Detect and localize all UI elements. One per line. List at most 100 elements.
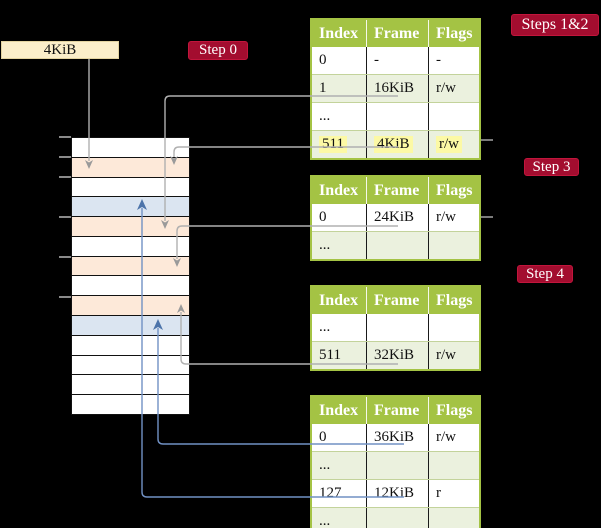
table-cell: ... bbox=[312, 508, 366, 528]
cell-value: r bbox=[436, 485, 441, 501]
table-cell: 36KiB bbox=[366, 424, 428, 451]
cell-value: r/w bbox=[436, 209, 456, 225]
memory-boundary-tick bbox=[59, 256, 71, 258]
header-cell-flags: Flags bbox=[428, 397, 479, 424]
table-cell bbox=[428, 232, 479, 259]
physical-memory-stack bbox=[71, 137, 190, 415]
table-cell: r/w bbox=[428, 75, 479, 102]
cell-value: 32KiB bbox=[374, 347, 415, 363]
cell-value: 24KiB bbox=[374, 209, 415, 225]
table-cell bbox=[428, 103, 479, 130]
table-row: ... bbox=[312, 507, 479, 528]
table-cell: r bbox=[428, 480, 479, 507]
memory-boundary-tick bbox=[59, 156, 71, 158]
cell-value: ... bbox=[319, 457, 331, 473]
header-cell-index: Index bbox=[319, 24, 359, 42]
table-cell: 32KiB bbox=[366, 342, 428, 369]
table-row: 0 - - bbox=[312, 47, 479, 74]
table-cell: 4KiB bbox=[366, 131, 428, 158]
cell-value: r/w bbox=[436, 347, 456, 363]
table-cell: ... bbox=[312, 314, 366, 341]
memory-row-4-orange bbox=[72, 217, 189, 237]
frame-size-label: 4KiB bbox=[43, 41, 77, 58]
header-cell-flags: Flags bbox=[428, 20, 479, 47]
table-cell bbox=[366, 452, 428, 479]
memory-row-6-orange bbox=[72, 256, 189, 277]
table-cell: 511 bbox=[312, 131, 366, 158]
table-cell bbox=[428, 452, 479, 479]
memory-boundary-tick bbox=[59, 296, 71, 298]
table-cell: 0 bbox=[312, 47, 366, 74]
memory-row-10-white bbox=[72, 335, 189, 356]
memory-row-3-blue bbox=[72, 197, 189, 218]
table-cell: 12KiB bbox=[366, 480, 428, 507]
cell-value: 0 bbox=[319, 209, 327, 225]
memory-row-1-orange bbox=[72, 157, 189, 178]
cell-value: 0 bbox=[319, 52, 327, 68]
memory-row-7-white bbox=[72, 276, 189, 297]
memory-boundary-tick bbox=[59, 136, 71, 138]
table-cell bbox=[366, 314, 428, 341]
memory-row-5-white bbox=[72, 236, 189, 257]
step-3-text: Step 3 bbox=[532, 158, 571, 175]
memory-row-9-blue bbox=[72, 316, 189, 336]
table-cell: 24KiB bbox=[366, 204, 428, 231]
memory-row-13-white bbox=[72, 395, 189, 414]
memory-row-8-orange bbox=[72, 296, 189, 317]
cell-value: - bbox=[374, 52, 379, 68]
highlighted-value: 4KiB bbox=[374, 136, 413, 153]
table-cell: - bbox=[366, 47, 428, 74]
steps-1-2-text: Steps 1&2 bbox=[521, 16, 589, 33]
table-row: 1 16KiB r/w bbox=[312, 74, 479, 102]
header-cell-frame: Frame bbox=[366, 20, 428, 47]
table-cell: r/w bbox=[428, 204, 479, 231]
step-4-label: Step 4 bbox=[517, 265, 573, 283]
cell-value: 16KiB bbox=[374, 80, 415, 96]
cell-value: 511 bbox=[319, 347, 341, 363]
table-row: ... bbox=[312, 314, 479, 341]
table-cell: 511 bbox=[312, 342, 366, 369]
table-row: 0 24KiB r/w bbox=[312, 204, 479, 231]
table-row: ... bbox=[312, 102, 479, 130]
table-row: ... bbox=[312, 231, 479, 259]
table-cell: ... bbox=[312, 103, 366, 130]
header-cell-flags: Flags bbox=[428, 177, 479, 204]
frame-size-box: 4KiB bbox=[1, 41, 119, 59]
step-3-label: Step 3 bbox=[524, 158, 579, 176]
header-cell-frame: Frame bbox=[366, 177, 428, 204]
step-0-label: Step 0 bbox=[188, 41, 248, 60]
header-cell-index: Index bbox=[319, 181, 359, 199]
table-cell bbox=[366, 508, 428, 528]
table-row: 127 12KiB r bbox=[312, 479, 479, 507]
table-cell bbox=[428, 508, 479, 528]
table-cell bbox=[428, 314, 479, 341]
cell-value: ... bbox=[319, 319, 331, 335]
table-cell: r/w bbox=[428, 342, 479, 369]
memory-row-2-white bbox=[72, 177, 189, 198]
memory-boundary-tick bbox=[59, 216, 71, 218]
memory-boundary-tick bbox=[59, 176, 71, 178]
cell-value: r/w bbox=[436, 80, 456, 96]
table-cell: 16KiB bbox=[366, 75, 428, 102]
table-cell: 127 bbox=[312, 480, 366, 507]
cell-value: 127 bbox=[319, 485, 342, 501]
step-4-text: Step 4 bbox=[526, 265, 564, 282]
header-cell-index: Index bbox=[319, 401, 359, 419]
cell-value: 1 bbox=[319, 80, 327, 96]
memory-row-11-white bbox=[72, 355, 189, 376]
cell-value: ... bbox=[319, 108, 331, 124]
header-cell-index: Index bbox=[319, 291, 359, 309]
cell-value: 36KiB bbox=[374, 429, 415, 445]
table-cell: - bbox=[428, 47, 479, 74]
table-cell bbox=[366, 103, 428, 130]
cell-value: 0 bbox=[319, 429, 327, 445]
